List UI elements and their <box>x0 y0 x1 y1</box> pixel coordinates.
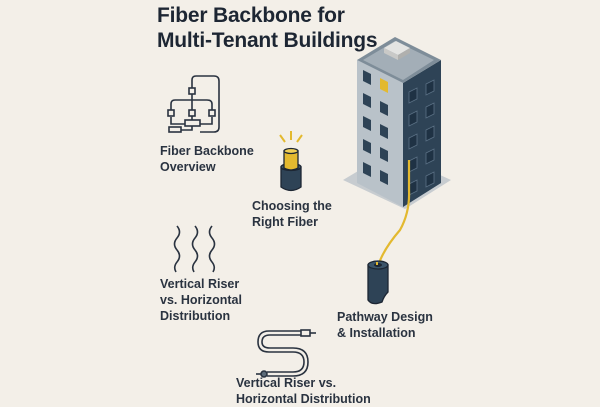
coiled-cable-icon <box>256 329 316 378</box>
window <box>363 70 371 85</box>
window <box>363 139 371 154</box>
label-line: Choosing the <box>252 199 332 213</box>
fiber-cable-end-icon <box>279 131 303 192</box>
section-fiber-backbone-overview: Fiber Backbone Overview <box>160 143 254 175</box>
label-line: Distribution <box>160 309 231 323</box>
label-line: Vertical Riser vs. <box>236 376 337 390</box>
window <box>408 133 418 150</box>
label-line: Overview <box>160 160 216 174</box>
section-choosing-fiber: Choosing the Right Fiber <box>252 198 332 230</box>
wavy-lines-icon <box>173 225 216 273</box>
title-line-2: Multi-Tenant Buildings <box>157 29 378 52</box>
window <box>363 116 371 131</box>
label-line: Vertical Riser <box>160 277 240 291</box>
building-illustration <box>343 37 451 271</box>
window <box>380 124 388 139</box>
label-line: Horizontal Distribution <box>236 392 371 406</box>
conduit-icon <box>367 260 389 305</box>
label-line: & Installation <box>337 326 416 340</box>
window <box>363 162 371 177</box>
window <box>408 87 418 104</box>
window <box>425 171 435 188</box>
label-line: Right Fiber <box>252 215 318 229</box>
section-riser-vs-horizontal: Vertical Riser vs. Horizontal Distributi… <box>236 375 371 407</box>
window <box>380 101 388 116</box>
label-line: Pathway Design <box>337 310 433 324</box>
window <box>380 147 388 162</box>
window <box>363 93 371 108</box>
label-line: Fiber Backbone <box>160 144 254 158</box>
section-vertical-riser: Vertical Riser vs. Horizontal Distributi… <box>160 276 242 324</box>
window <box>380 78 388 93</box>
window <box>408 110 418 127</box>
window <box>425 125 435 142</box>
page-title: Fiber Backbone for Multi-Tenant Building… <box>157 3 378 53</box>
network-diagram-icon <box>167 75 220 133</box>
window <box>380 170 388 185</box>
label-line: vs. Horizontal <box>160 293 242 307</box>
window <box>425 79 435 96</box>
window <box>425 102 435 119</box>
section-pathway-design: Pathway Design & Installation <box>337 309 433 341</box>
window <box>425 148 435 165</box>
title-line-1: Fiber Backbone for <box>157 4 345 27</box>
